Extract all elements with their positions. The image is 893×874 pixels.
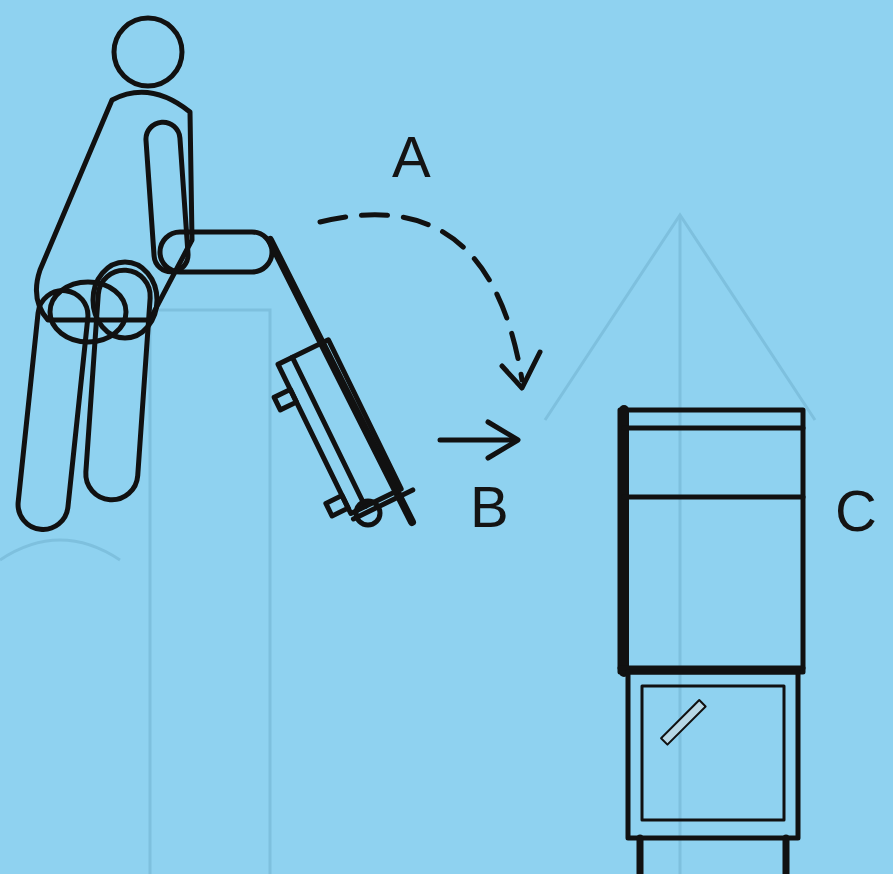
part-letter: B: [470, 478, 509, 536]
background-watermark: [0, 215, 815, 874]
hand-truck: [262, 240, 413, 527]
part-letter: C: [835, 482, 877, 540]
movement-arrows: [320, 215, 540, 458]
part-letter: A: [392, 128, 431, 186]
person-figure: [16, 18, 272, 532]
hose-cabinet: [620, 410, 803, 874]
